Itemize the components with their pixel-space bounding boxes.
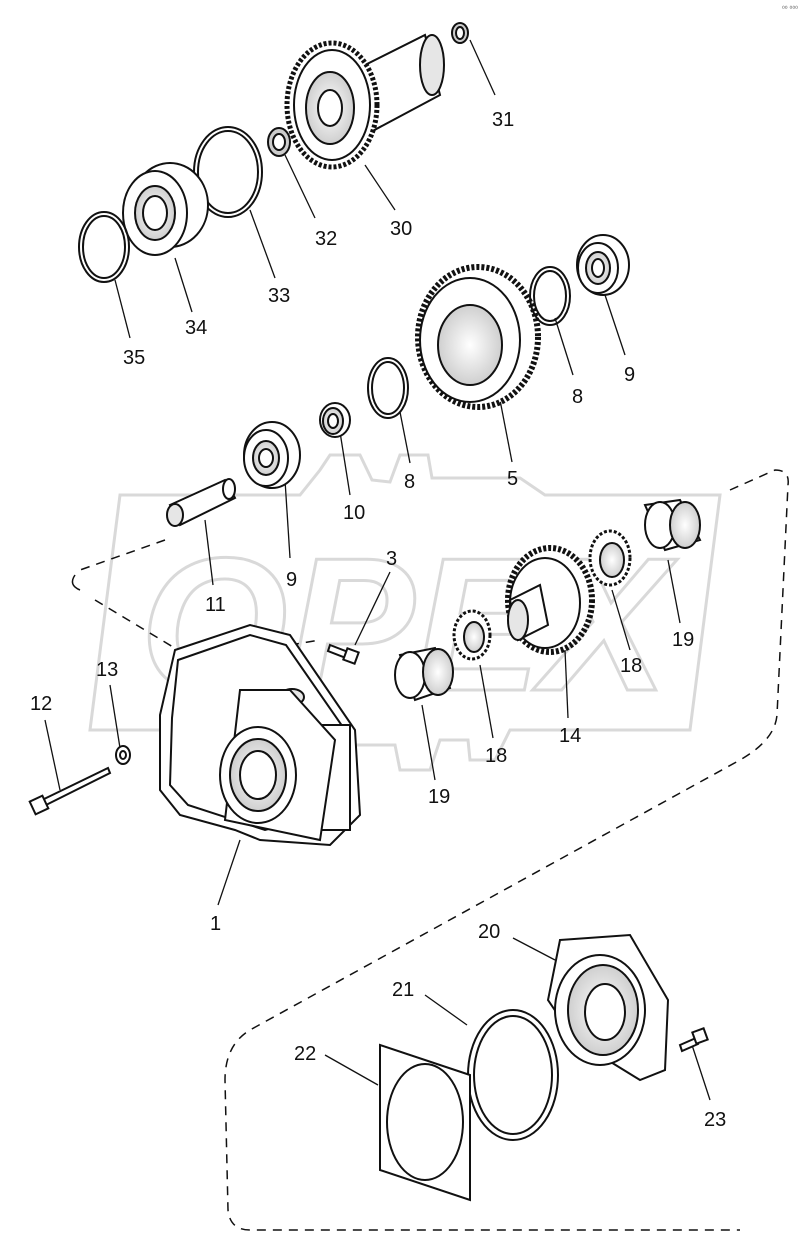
part-1-housing: [159, 623, 362, 847]
callout-9-lower: 9: [286, 569, 297, 591]
part-18-cone-right: [588, 529, 632, 587]
callout-12: 12: [30, 693, 52, 715]
callout-30: 30: [390, 218, 412, 240]
part-22-gasket: [379, 1043, 471, 1202]
part-8-ring-upper: [529, 266, 571, 326]
part-9-bearing-upper: [576, 234, 630, 296]
part-11-pin: [166, 478, 237, 527]
callout-14: 14: [559, 725, 581, 747]
callout-9-upper: 9: [624, 364, 635, 386]
part-8-ring-lower: [367, 357, 409, 419]
callout-19-right: 19: [672, 629, 694, 651]
callout-31: 31: [492, 109, 514, 131]
part-9-bearing-lower: [243, 421, 301, 489]
part-19-cup-left: [394, 646, 454, 702]
leader-lines: [44, 39, 711, 1101]
callout-5: 5: [507, 468, 518, 490]
part-14-pinion-gear: [505, 545, 595, 655]
callout-1: 1: [210, 913, 221, 935]
callout-32: 32: [315, 228, 337, 250]
callout-35: 35: [123, 347, 145, 369]
part-20-cover: [546, 933, 670, 1082]
part-13-washer: [115, 745, 131, 765]
part-21-o-ring: [467, 1009, 559, 1141]
part-23-bolt: [678, 1027, 709, 1053]
callout-11: 11: [205, 594, 226, 616]
callout-18-right: 18: [620, 655, 642, 677]
callout-33: 33: [268, 285, 290, 307]
part-10-bearing: [319, 402, 351, 438]
callout-34: 34: [185, 317, 207, 339]
part-19-cup-right: [643, 498, 702, 552]
callout-19-left: 19: [428, 786, 450, 808]
callout-22: 22: [294, 1043, 316, 1065]
callout-8-lower: 8: [404, 471, 415, 493]
part-18-cone-left: [452, 609, 492, 661]
part-34-bearing: [122, 162, 209, 256]
callout-23: 23: [704, 1109, 726, 1131]
part-30-gear: [284, 40, 380, 170]
callout-8-upper: 8: [572, 386, 583, 408]
corner-mark: ⁰⁰ ⁰⁰⁰: [782, 5, 798, 13]
callout-20: 20: [478, 921, 500, 943]
part-12-long-bolt: [28, 766, 112, 816]
part-32-ring: [267, 127, 291, 157]
part-5-gear: [415, 264, 541, 410]
callout-21: 21: [392, 979, 414, 1001]
callout-3: 3: [386, 548, 397, 570]
part-3-bolt: [326, 643, 360, 665]
callout-10: 10: [343, 502, 365, 524]
callout-13: 13: [96, 659, 118, 681]
part-35-snap-ring: [78, 211, 130, 283]
callout-labels: 31 30 32 33 34 35 9 8 5 8 10 9 11 3 13 1…: [30, 109, 726, 1131]
callout-18-left: 18: [485, 745, 507, 767]
